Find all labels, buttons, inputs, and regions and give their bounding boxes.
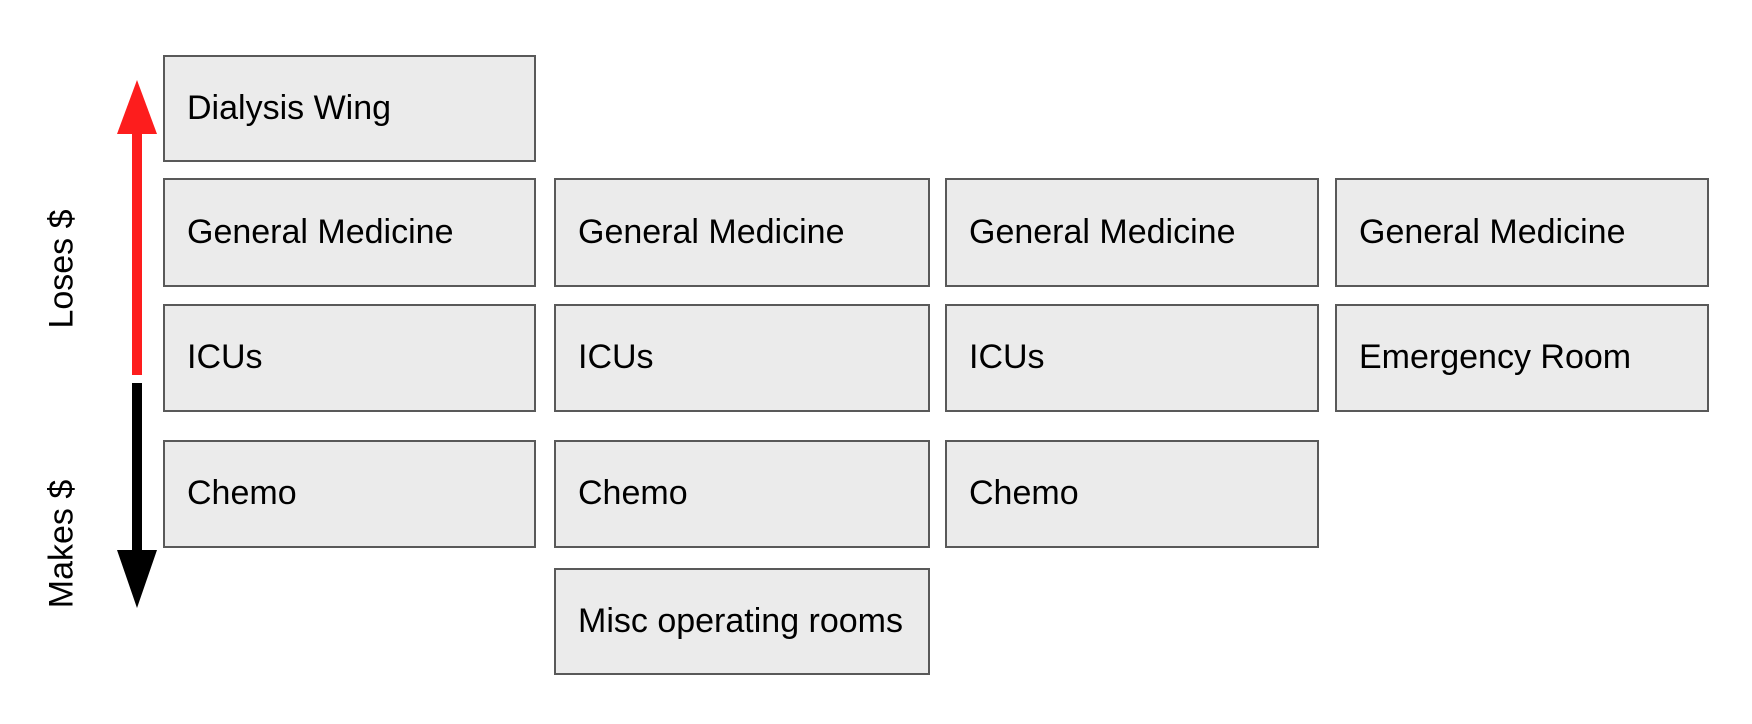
- department-label: General Medicine: [578, 212, 845, 251]
- department-label: Chemo: [187, 474, 297, 513]
- department-label: Chemo: [969, 474, 1079, 513]
- department-box: General Medicine: [163, 178, 536, 287]
- loses-axis-label: Loses $: [42, 209, 81, 329]
- department-box: General Medicine: [1335, 178, 1709, 287]
- department-box: Dialysis Wing: [163, 55, 536, 162]
- department-box: Chemo: [945, 440, 1319, 548]
- department-label: ICUs: [578, 338, 654, 377]
- makes-arrowhead-icon: [117, 550, 157, 608]
- department-label: Emergency Room: [1359, 338, 1632, 377]
- department-box: Chemo: [554, 440, 930, 548]
- department-box: ICUs: [554, 304, 930, 412]
- loses-arrow-shaft: [132, 131, 142, 375]
- department-box: Misc operating rooms: [554, 568, 930, 675]
- department-box: General Medicine: [554, 178, 930, 287]
- department-box: ICUs: [163, 304, 536, 412]
- department-label: ICUs: [969, 338, 1045, 377]
- loses-arrowhead-icon: [117, 80, 157, 134]
- makes-arrow-shaft: [132, 383, 142, 552]
- department-label: Misc operating rooms: [578, 601, 904, 640]
- department-box: Chemo: [163, 440, 536, 548]
- department-label: General Medicine: [969, 212, 1236, 251]
- department-label: Chemo: [578, 474, 688, 513]
- department-label: ICUs: [187, 338, 263, 377]
- department-label: Dialysis Wing: [187, 88, 392, 127]
- department-box: General Medicine: [945, 178, 1319, 287]
- department-box: ICUs: [945, 304, 1319, 412]
- department-label: General Medicine: [1359, 212, 1626, 251]
- department-box: Emergency Room: [1335, 304, 1709, 412]
- department-label: General Medicine: [187, 212, 454, 251]
- makes-axis-label: Makes $: [42, 479, 81, 609]
